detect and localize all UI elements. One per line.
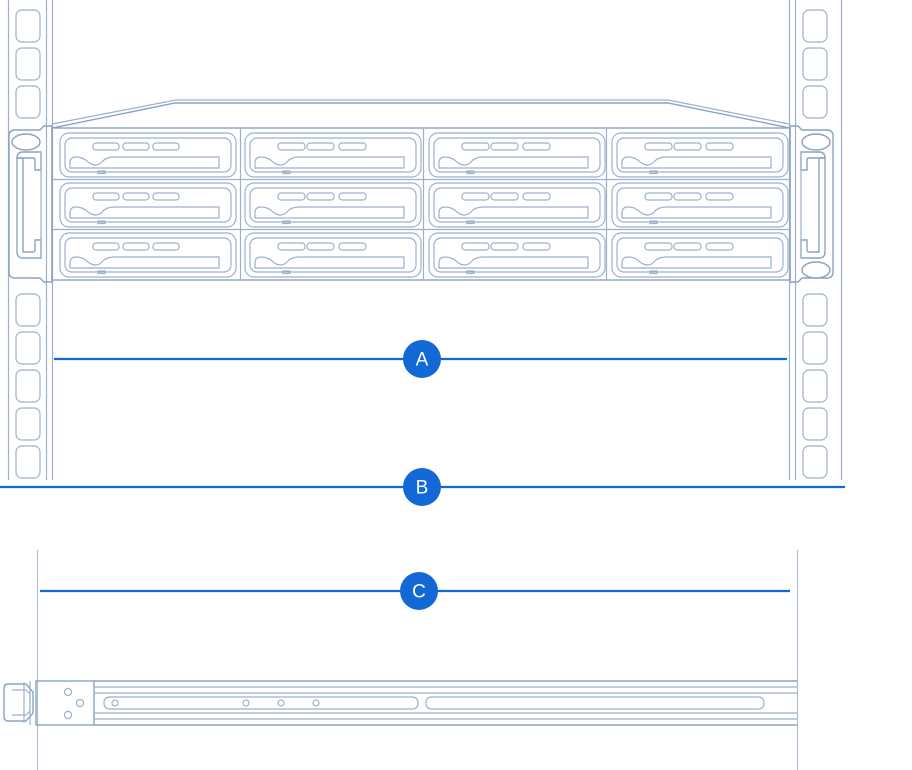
ear-thumb-hole bbox=[801, 133, 831, 151]
rack-hole bbox=[15, 85, 41, 119]
rack-hole bbox=[802, 47, 828, 81]
drive-bay[interactable] bbox=[428, 132, 606, 178]
rack-hole bbox=[802, 9, 828, 43]
callout-c[interactable]: C bbox=[40, 572, 790, 610]
rail-bracket-hook bbox=[3, 683, 34, 722]
rail-rivet bbox=[277, 699, 285, 707]
rack-hole bbox=[15, 293, 41, 327]
ear-thumb-hole bbox=[11, 133, 41, 151]
rail-bracket-plate bbox=[23, 680, 95, 726]
callout-c-badge bbox=[400, 572, 438, 610]
drive-bay-grid bbox=[52, 128, 790, 280]
drive-bay[interactable] bbox=[428, 232, 606, 278]
ear-handle bbox=[800, 151, 826, 171]
rail-detail-view bbox=[3, 550, 799, 770]
drive-bay[interactable] bbox=[244, 232, 422, 278]
drive-bay[interactable] bbox=[611, 182, 789, 228]
rack-hole bbox=[802, 369, 828, 403]
chassis-ear-left bbox=[8, 125, 53, 283]
rack-hole bbox=[15, 47, 41, 81]
callout-b-label: B bbox=[416, 478, 429, 499]
ear-handle bbox=[16, 151, 42, 171]
rail-slot-segment bbox=[103, 696, 419, 710]
callout-c-label: C bbox=[412, 582, 426, 603]
drive-bay[interactable] bbox=[428, 182, 606, 228]
callout-a[interactable]: A bbox=[54, 340, 787, 378]
callout-a-badge bbox=[403, 340, 441, 378]
rack-hole bbox=[15, 445, 41, 479]
chassis-top-panel bbox=[51, 99, 791, 129]
bracket-hole bbox=[75, 698, 85, 708]
callout-b[interactable]: B bbox=[0, 468, 845, 506]
callout-b-badge bbox=[403, 468, 441, 506]
rail-rivet bbox=[312, 699, 320, 707]
drive-bay[interactable] bbox=[59, 132, 237, 178]
drive-bay[interactable] bbox=[244, 132, 422, 178]
drive-bay[interactable] bbox=[59, 232, 237, 278]
rack-hole bbox=[15, 331, 41, 365]
rack-hole bbox=[15, 407, 41, 441]
drive-bay[interactable] bbox=[611, 132, 789, 178]
rack-post-right bbox=[794, 0, 843, 480]
rack-hole bbox=[802, 331, 828, 365]
bracket-hole bbox=[63, 710, 73, 720]
drive-bay[interactable] bbox=[59, 182, 237, 228]
rack-hole bbox=[15, 9, 41, 43]
rack-hole bbox=[802, 293, 828, 327]
rack-hole bbox=[802, 445, 828, 479]
bracket-hole bbox=[63, 687, 73, 697]
rail-rivet bbox=[242, 699, 250, 707]
rail-body bbox=[94, 680, 797, 726]
rail-rivet bbox=[111, 699, 119, 707]
rack-hole bbox=[802, 407, 828, 441]
rack-hole bbox=[802, 85, 828, 119]
ear-thumb-hole bbox=[801, 261, 831, 279]
chassis-ear-right bbox=[789, 125, 834, 283]
drive-bay[interactable] bbox=[611, 232, 789, 278]
callout-a-label: A bbox=[416, 350, 429, 371]
rack-hole bbox=[15, 369, 41, 403]
drive-bay[interactable] bbox=[244, 182, 422, 228]
rail-slot-segment bbox=[425, 696, 765, 710]
